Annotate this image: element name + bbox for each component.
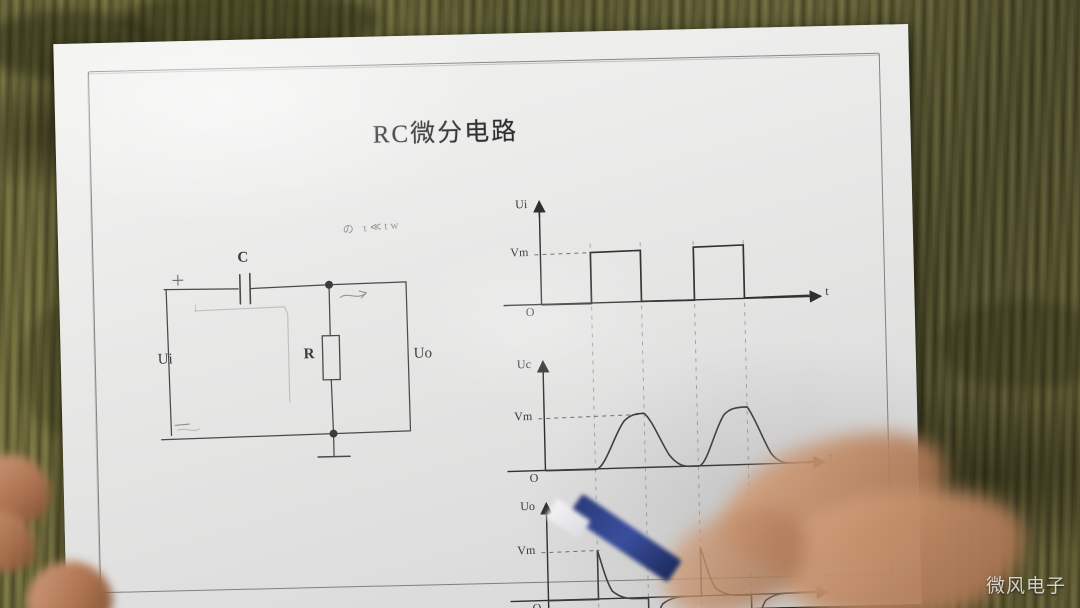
plot-ui-origin: O — [525, 304, 535, 320]
resistor-label: R — [303, 346, 315, 363]
plot-ui-xlabel: t — [825, 283, 829, 299]
output-voltage-label: Uo — [413, 345, 433, 362]
plot-uo-origin: O — [532, 600, 542, 608]
rc-differentiator-circuit: C R Ui Uo — [153, 249, 458, 490]
waveform-plots: Ui Vm O t Uc Vm O t Uo Vm O t — [487, 175, 887, 608]
plot-uc — [507, 359, 827, 473]
plot-uc-origin: O — [529, 470, 539, 486]
input-voltage-label: Ui — [157, 351, 173, 368]
plot-ui — [503, 199, 823, 307]
timing-guidelines — [589, 239, 753, 608]
plot-uc-ylabel: Uc — [516, 356, 532, 372]
page-title: RC微分电路 — [372, 118, 519, 149]
plot-uo-ytick-vm: Vm — [517, 542, 536, 558]
watermark: 微风电子 — [985, 576, 1066, 597]
plot-ui-ylabel: Ui — [515, 197, 528, 212]
plot-uo-ylabel: Uo — [520, 498, 536, 514]
circuit-svg — [161, 272, 412, 458]
node-dot-bottom — [329, 429, 338, 438]
plot-uo — [510, 501, 830, 608]
node-dot-top — [325, 280, 334, 289]
capacitor-label: C — [237, 249, 249, 266]
plot-uc-ytick-vm: Vm — [514, 408, 533, 424]
plot-uc-xlabel: t — [829, 449, 833, 464]
paper-sheet: RC微分电路 の τ≪tw — [53, 24, 922, 608]
plot-uo-xlabel: t — [832, 579, 836, 594]
waveforms-svg — [503, 199, 830, 608]
plot-ui-ytick-vm: Vm — [510, 245, 529, 260]
